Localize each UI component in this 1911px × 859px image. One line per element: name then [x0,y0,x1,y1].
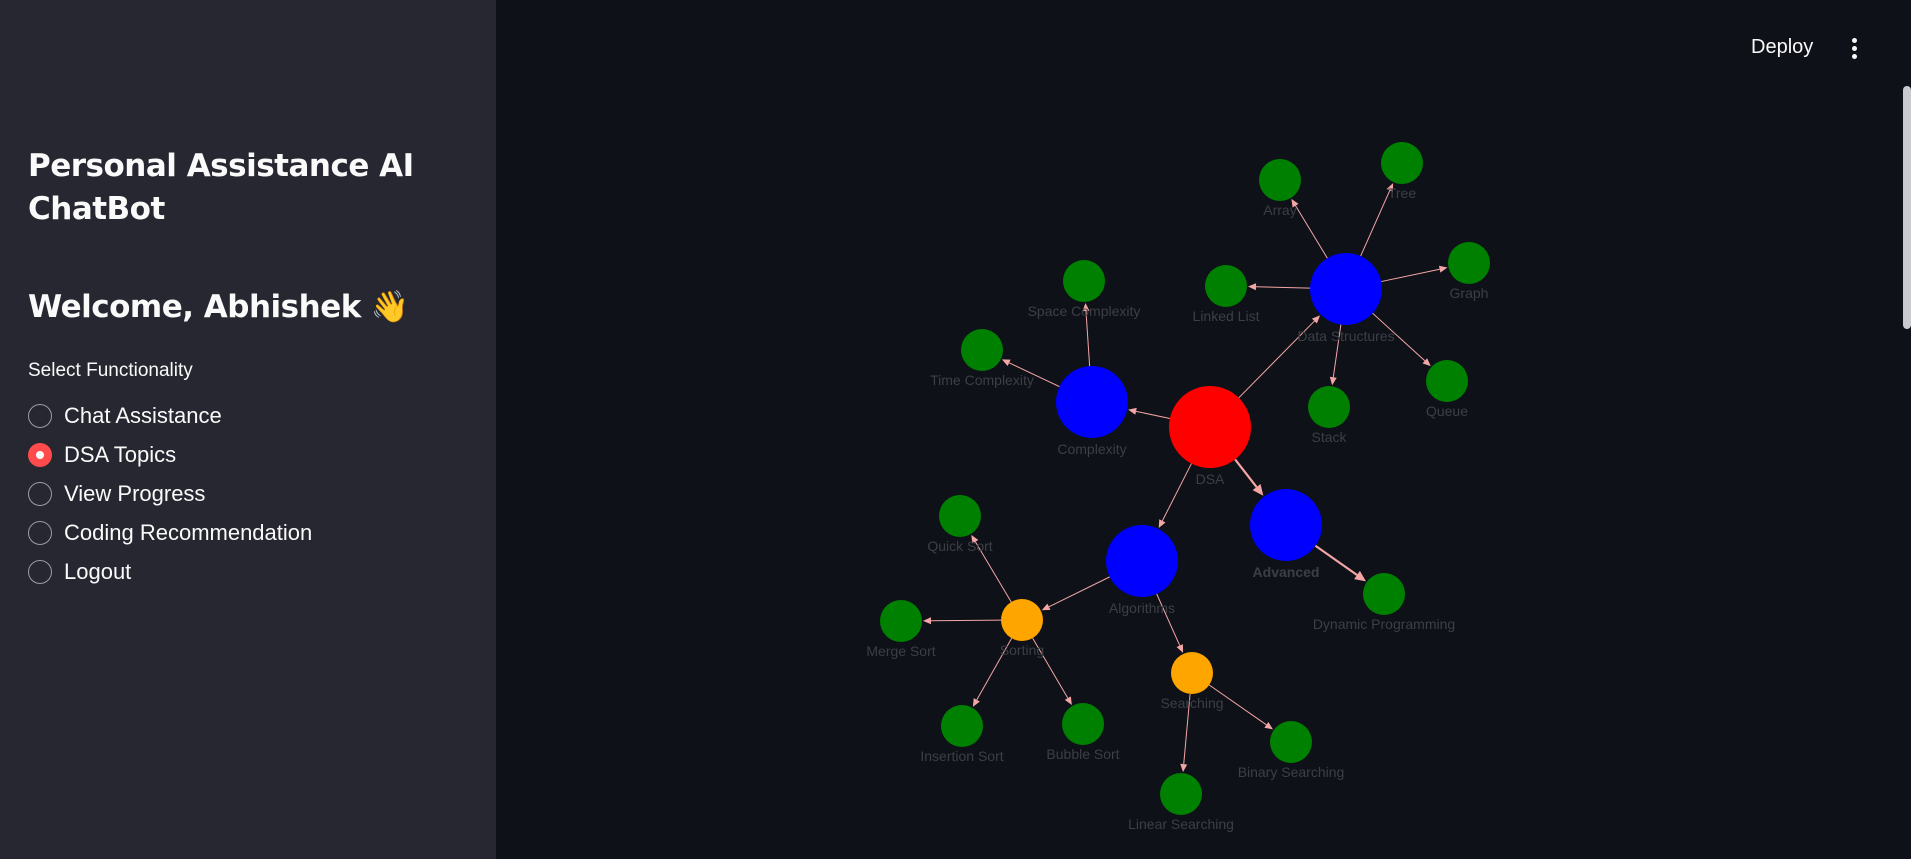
graph-edge [1041,576,1110,611]
graph-edge [1001,359,1060,388]
radio-option-coding-recommendation[interactable]: Coding Recommendation [28,513,312,552]
graph-edge [1381,265,1448,283]
node-quick-sort[interactable] [939,495,981,537]
graph-edge [1360,183,1394,257]
node-label-stack: Stack [1311,429,1347,445]
node-label-binary-searching: Binary Searching [1238,764,1345,780]
graph-edge [972,638,1013,707]
node-label-queue: Queue [1426,403,1468,419]
node-graph[interactable] [1448,242,1490,284]
welcome-text: Welcome, Abhishek [28,289,361,325]
node-complexity[interactable] [1056,366,1128,438]
node-label-advanced: Advanced [1253,564,1320,580]
radio-button-icon[interactable] [28,520,52,545]
radio-button-icon[interactable] [28,559,52,584]
waving-hand-icon: 👋 [370,289,410,325]
node-label-quick-sort: Quick Sort [927,538,992,554]
node-linked-list[interactable] [1205,265,1247,307]
graph-edge [1247,283,1311,291]
node-label-space-complexity: Space Complexity [1028,303,1141,319]
graph-edge [1032,637,1072,706]
radio-option-label: Logout [64,558,132,584]
node-label-linked-list: Linked List [1193,308,1260,324]
radio-option-chat-assistance[interactable]: Chat Assistance [28,396,312,435]
node-bubble-sort[interactable] [1062,703,1104,745]
node-searching[interactable] [1171,652,1213,694]
node-tree[interactable] [1381,142,1423,184]
node-label-complexity: Complexity [1057,441,1126,457]
graph-edge [1180,693,1191,773]
radio-option-label: Chat Assistance [64,402,222,428]
node-label-linear-searching: Linear Searching [1128,816,1234,832]
app-title: Personal Assistance AI ChatBot [28,148,414,227]
node-label-insertion-sort: Insertion Sort [920,748,1003,764]
node-array[interactable] [1259,159,1301,201]
node-label-time-complexity: Time Complexity [930,372,1034,388]
radio-option-logout[interactable]: Logout [28,552,312,591]
graph-edges [922,183,1448,773]
node-label-sorting: Sorting [1000,642,1044,658]
node-stack[interactable] [1308,386,1350,428]
node-queue[interactable] [1426,360,1468,402]
radio-option-view-progress[interactable]: View Progress [28,474,312,513]
node-label-merge-sort: Merge Sort [866,643,935,659]
functionality-radio-group: Chat Assistance DSA Topics View Progress… [28,396,312,591]
radio-option-label: View Progress [64,480,206,506]
node-label-graph: Graph [1450,285,1489,301]
graph-edge [922,617,1002,625]
radio-button-icon[interactable] [28,403,52,428]
scrollbar-thumb[interactable] [1903,86,1911,329]
graph-edge [1238,315,1321,399]
graph-edge [971,534,1012,603]
graph-edge [1208,684,1273,730]
graph-edge [1156,593,1184,653]
graph-edge [1234,458,1264,496]
node-insertion-sort[interactable] [941,705,983,747]
main-menu-kebab-icon[interactable] [1846,36,1862,64]
graph-edge [1291,198,1328,259]
node-label-bubble-sort: Bubble Sort [1046,746,1119,762]
graph-edge [1128,407,1170,419]
radio-button-checked-icon[interactable] [28,442,52,467]
sidebar: Personal Assistance AI ChatBot Welcome, … [0,0,496,859]
node-advanced[interactable] [1250,489,1322,561]
node-data-structures[interactable] [1310,253,1382,325]
radio-button-icon[interactable] [28,481,52,506]
radio-option-label: Coding Recommendation [64,519,313,545]
node-time-complexity[interactable] [961,329,1003,371]
node-sorting[interactable] [1001,599,1043,641]
node-algorithms[interactable] [1106,525,1178,597]
graph-edge [1372,312,1431,367]
node-linear-searching[interactable] [1160,773,1202,815]
graph-edge [1314,544,1367,582]
node-label-data-structures: Data Structures [1297,328,1394,344]
node-dsa[interactable] [1169,386,1251,468]
node-label-algorithms: Algorithms [1109,600,1175,616]
graph-nodes [880,142,1490,815]
node-label-array: Array [1263,202,1296,218]
welcome-heading: Welcome, Abhishek👋 [28,286,409,329]
node-label-searching: Searching [1160,695,1223,711]
node-dynamic-programming[interactable] [1363,573,1405,615]
node-binary-searching[interactable] [1270,721,1312,763]
node-merge-sort[interactable] [880,600,922,642]
select-functionality-label: Select Functionality [28,360,193,381]
radio-option-dsa-topics[interactable]: DSA Topics [28,435,312,474]
graph-edge [1082,302,1091,367]
deploy-button[interactable]: Deploy [1751,36,1814,58]
node-label-tree: Tree [1388,185,1416,201]
node-space-complexity[interactable] [1063,260,1105,302]
node-label-dsa: DSA [1196,471,1225,487]
graph-edge [1329,324,1342,386]
graph-edge [1158,463,1192,529]
node-label-dynamic-programming: Dynamic Programming [1313,616,1455,632]
radio-option-label: DSA Topics [64,441,177,467]
